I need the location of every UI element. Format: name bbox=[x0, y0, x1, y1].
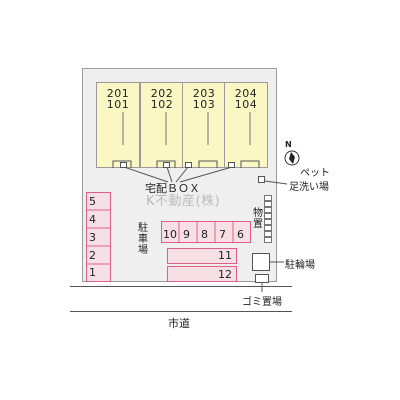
parking-column-left bbox=[86, 192, 111, 282]
pet-wash-label-1: ペット bbox=[300, 168, 330, 179]
road-edge-bottom bbox=[70, 311, 292, 312]
left-slot-dividers bbox=[86, 209, 111, 265]
storage-label: 物置 bbox=[253, 208, 263, 230]
unit-lower: 104 bbox=[234, 98, 258, 111]
delivery-box-label: 宅配ＢＯＸ bbox=[145, 182, 200, 195]
parking-space-7: 7 bbox=[219, 228, 226, 241]
unit-lower: 102 bbox=[150, 98, 174, 111]
watermark: K不動産(株) bbox=[146, 194, 221, 209]
building-unit-1: 201 101 bbox=[96, 82, 140, 168]
step-marker bbox=[185, 162, 192, 168]
parking-row-top bbox=[161, 221, 251, 243]
row-slot-dividers bbox=[178, 221, 234, 243]
compass-north-label: N bbox=[285, 140, 292, 149]
parking-space-10: 10 bbox=[163, 228, 177, 241]
road-edge-top bbox=[70, 286, 292, 287]
parking-space-1: 1 bbox=[89, 266, 96, 279]
unit-upper: 203 bbox=[192, 87, 216, 100]
step-marker bbox=[228, 162, 235, 168]
parking-space-12: 12 bbox=[218, 268, 232, 281]
parking-space-4: 4 bbox=[89, 213, 96, 226]
pet-wash-label-2: 足洗い場 bbox=[289, 182, 329, 193]
bike-parking-area bbox=[252, 253, 270, 271]
step-marker bbox=[120, 162, 127, 168]
storage-icon bbox=[264, 195, 272, 243]
unit-upper: 204 bbox=[234, 87, 258, 100]
parking-space-12-area bbox=[167, 266, 237, 282]
parking-space-5: 5 bbox=[89, 195, 96, 208]
parking-label: 駐車場 bbox=[138, 223, 148, 256]
parking-space-2: 2 bbox=[89, 249, 96, 262]
garbage-area bbox=[255, 274, 269, 283]
unit-lower: 103 bbox=[192, 98, 216, 111]
parking-space-3: 3 bbox=[89, 231, 96, 244]
parking-space-11: 11 bbox=[218, 249, 232, 262]
parking-space-8: 8 bbox=[201, 228, 208, 241]
parking-space-9: 9 bbox=[183, 228, 190, 241]
unit-upper: 201 bbox=[106, 87, 130, 100]
unit-upper: 202 bbox=[150, 87, 174, 100]
road-label: 市道 bbox=[168, 317, 190, 330]
bike-parking-label: 駐輪場 bbox=[285, 260, 315, 271]
building-unit-3: 203 103 bbox=[182, 82, 226, 168]
parking-space-6: 6 bbox=[237, 228, 244, 241]
parking-space-11-area bbox=[167, 248, 237, 264]
building-unit-4: 204 104 bbox=[224, 82, 268, 168]
unit-lower: 101 bbox=[106, 98, 130, 111]
step-marker bbox=[163, 162, 170, 168]
pet-wash-marker bbox=[258, 176, 265, 183]
garbage-label: ゴミ置場 bbox=[242, 297, 282, 308]
